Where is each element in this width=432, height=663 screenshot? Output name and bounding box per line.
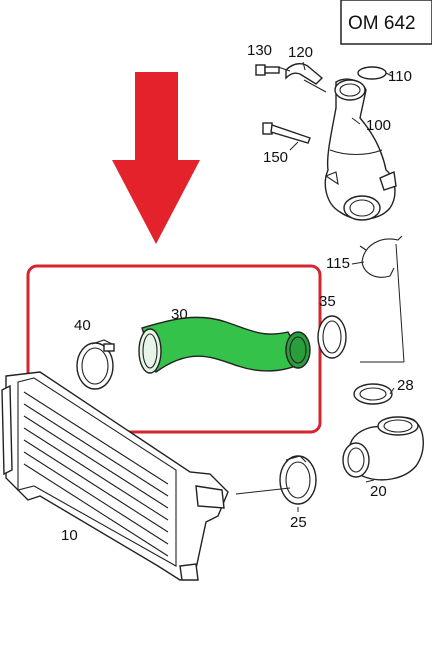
- label-part-28: 28: [397, 377, 414, 394]
- label-part-115: 115: [326, 255, 350, 272]
- engine-code-box: OM 642: [340, 0, 432, 45]
- clamp-part-40: [76, 339, 115, 390]
- bolt-part-150: [262, 122, 311, 144]
- label-part-40: 40: [74, 317, 91, 334]
- o-ring-part-110: [357, 66, 387, 80]
- charge-air-hose-part-30: [138, 316, 311, 374]
- charge-air-cooler-part-10: [1, 371, 229, 581]
- label-part-10: 10: [61, 527, 78, 544]
- clamp-part-35: [317, 315, 347, 359]
- label-part-25: 25: [290, 514, 307, 531]
- intake-connector-part-100: [324, 78, 397, 221]
- label-part-130: 130: [247, 42, 272, 59]
- o-ring-part-28: [353, 383, 393, 405]
- label-part-30: 30: [171, 306, 188, 323]
- label-part-150: 150: [263, 149, 288, 166]
- bracket-part-120: [285, 63, 327, 93]
- clamp-part-25: [279, 455, 317, 505]
- elbow-connector-part-20: [342, 416, 424, 481]
- label-part-100: 100: [366, 117, 391, 134]
- leader-lines: [235, 61, 405, 512]
- engine-code-label: OM 642: [348, 13, 416, 34]
- label-part-120: 120: [288, 44, 313, 61]
- highlight-arrow: [112, 72, 200, 244]
- screw-part-130: [255, 64, 280, 76]
- label-part-110: 110: [388, 68, 412, 85]
- label-part-20: 20: [370, 483, 387, 500]
- label-part-35: 35: [319, 293, 336, 310]
- spring-clip-part-115: [359, 235, 403, 278]
